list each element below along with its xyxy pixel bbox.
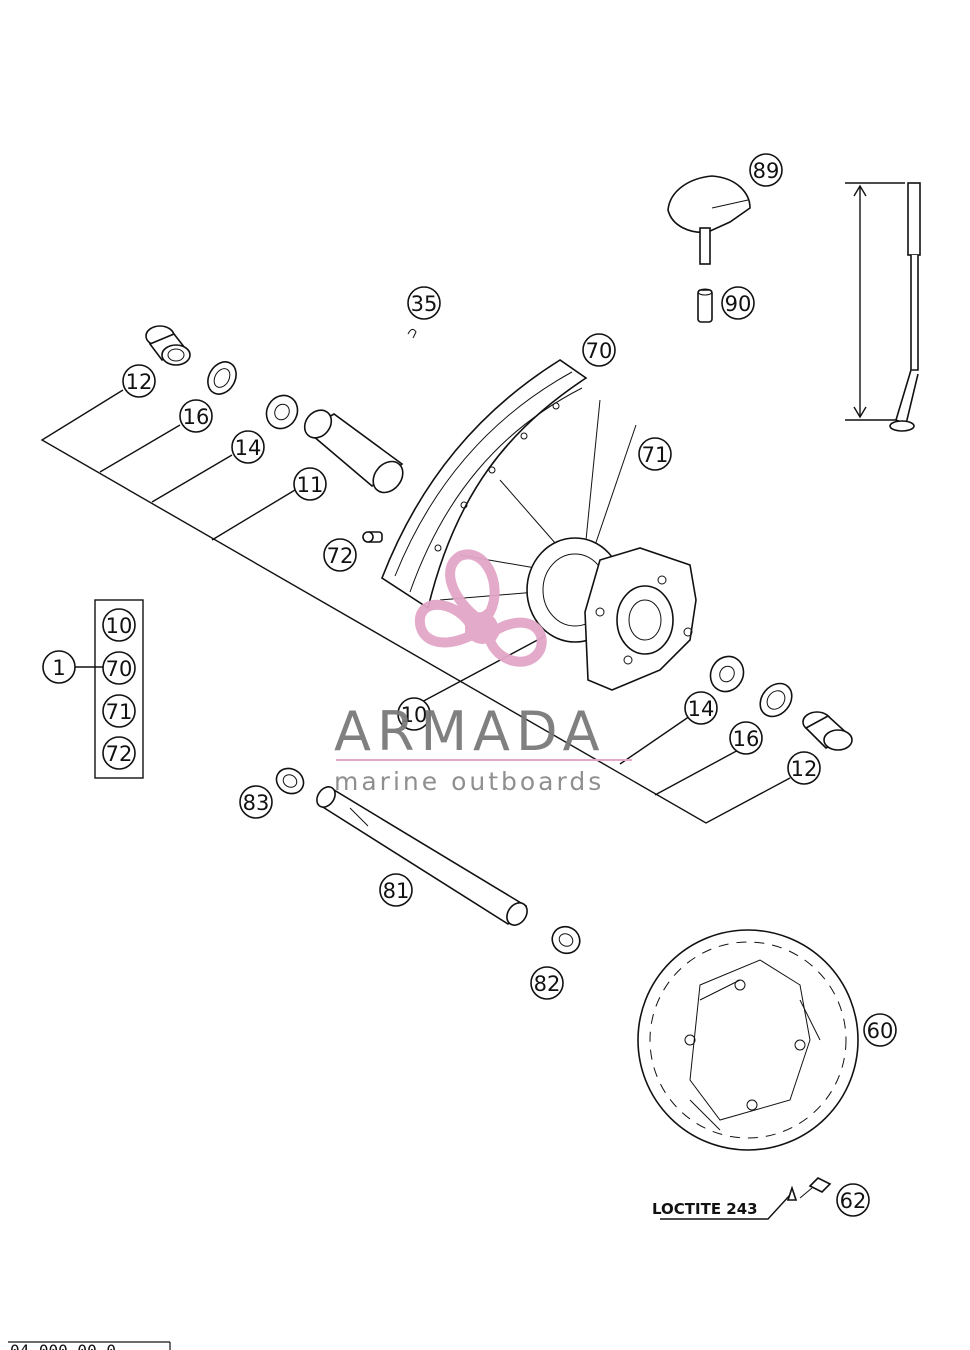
callout-89: 89 xyxy=(749,153,783,187)
callout-90: 90 xyxy=(721,286,755,320)
svg-text:10: 10 xyxy=(106,614,133,638)
watermark: ARMADA marine outboards xyxy=(334,549,632,796)
svg-text:83: 83 xyxy=(243,791,270,815)
svg-text:89: 89 xyxy=(753,159,780,183)
callout-71: 71 xyxy=(638,437,672,471)
tool-89 xyxy=(667,175,751,265)
bearing-14-right xyxy=(709,655,745,693)
loctite-note: LOCTITE 243 xyxy=(652,1200,758,1218)
svg-text:10: 10 xyxy=(401,703,428,727)
svg-text:14: 14 xyxy=(235,436,262,460)
callout-16-top: 16 xyxy=(179,399,213,433)
svg-text:16: 16 xyxy=(733,727,760,751)
svg-text:90: 90 xyxy=(725,292,752,316)
bolt-62 xyxy=(786,1177,832,1201)
svg-text:70: 70 xyxy=(586,339,613,363)
callout-kit-1: 1 xyxy=(42,650,76,684)
clip-35 xyxy=(407,328,417,339)
bearing-14-top xyxy=(265,394,299,430)
callout-60: 60 xyxy=(863,1013,897,1047)
callout-11: 11 xyxy=(293,467,327,501)
svg-text:14: 14 xyxy=(688,697,715,721)
callout-72: 72 xyxy=(323,538,357,572)
svg-text:70: 70 xyxy=(106,657,133,681)
kit-box xyxy=(94,599,144,779)
brake-disc-60 xyxy=(637,929,859,1151)
callout-12-top: 12 xyxy=(122,364,156,398)
svg-text:72: 72 xyxy=(327,544,354,568)
svg-text:1: 1 xyxy=(52,656,65,680)
watermark-brand: ARMADA xyxy=(334,700,606,763)
svg-text:71: 71 xyxy=(106,700,133,724)
spacer-12-top xyxy=(145,325,191,366)
tube-11 xyxy=(303,409,404,494)
seal-16-top xyxy=(207,361,237,395)
nut-82 xyxy=(551,925,581,955)
watermark-tagline: marine outboards xyxy=(334,767,604,796)
svg-text:82: 82 xyxy=(534,972,561,996)
callout-12-right: 12 xyxy=(787,751,821,785)
svg-text:35: 35 xyxy=(411,292,438,316)
callout-kit-70: 70 xyxy=(102,651,136,685)
leader-lines xyxy=(40,389,791,1220)
footer-code: 04 000 00 0 xyxy=(8,1341,171,1350)
rim-70 xyxy=(381,359,588,610)
valve-72 xyxy=(362,531,383,543)
callout-kit-72: 72 xyxy=(102,736,136,770)
svg-text:81: 81 xyxy=(383,879,410,903)
svg-text:72: 72 xyxy=(106,742,133,766)
callout-83: 83 xyxy=(239,785,273,819)
spacer-12-right xyxy=(802,711,853,751)
svg-text:62: 62 xyxy=(840,1189,867,1213)
callout-35: 35 xyxy=(407,286,441,320)
svg-text:11: 11 xyxy=(297,473,324,497)
callout-kit-71: 71 xyxy=(102,694,136,728)
callout-14-right: 14 xyxy=(684,691,718,725)
callout-kit-10: 10 xyxy=(102,608,136,642)
nut-83 xyxy=(275,767,305,795)
svg-text:12: 12 xyxy=(126,370,153,394)
sleeve-90 xyxy=(697,288,713,323)
callout-62: 62 xyxy=(836,1183,870,1217)
callout-82: 82 xyxy=(530,966,564,1000)
svg-text:04 000 00 0: 04 000 00 0 xyxy=(10,1341,116,1350)
svg-text:60: 60 xyxy=(867,1019,894,1043)
callout-10: 10 xyxy=(397,697,431,731)
svg-text:71: 71 xyxy=(642,443,669,467)
seal-16-right xyxy=(759,682,793,718)
propeller-icon xyxy=(414,549,547,667)
callout-70: 70 xyxy=(582,333,616,367)
callout-81: 81 xyxy=(379,873,413,907)
callouts: 12 16 14 11 72 35 70 71 89 90 1 10 70 71… xyxy=(42,153,897,1217)
pin-dimension xyxy=(845,182,921,432)
callout-16-right: 16 xyxy=(729,721,763,755)
svg-text:12: 12 xyxy=(791,757,818,781)
wheel-hub xyxy=(526,537,697,691)
axle-81 xyxy=(316,786,528,926)
callout-14-top: 14 xyxy=(231,430,265,464)
svg-text:16: 16 xyxy=(183,405,210,429)
